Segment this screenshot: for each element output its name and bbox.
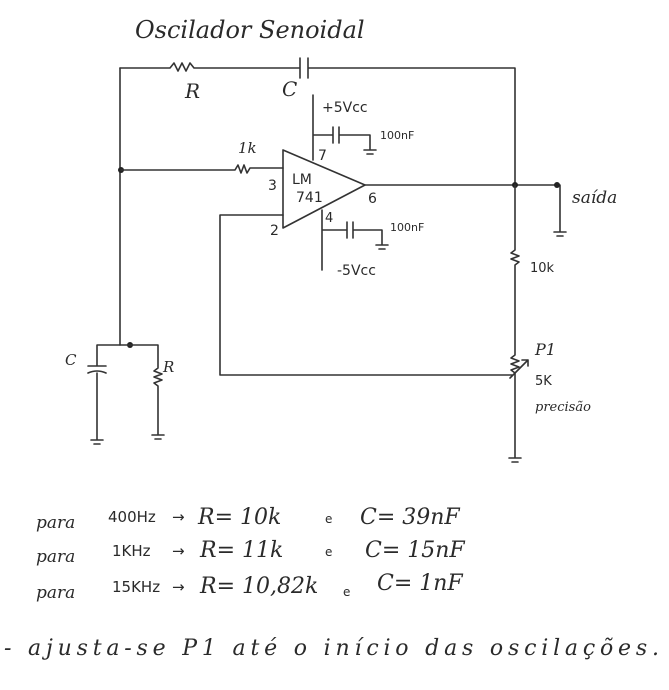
pin-7: 7 <box>318 148 327 164</box>
shunt-rc-network <box>87 344 165 445</box>
label-vcc-pos: +5Vcc <box>322 100 368 116</box>
note-frequency: 15KHz <box>112 578 160 596</box>
label-cap-neg: 100nF <box>390 221 424 234</box>
label-1k: 1k <box>238 139 257 157</box>
label-vcc-neg: -5Vcc <box>337 263 376 279</box>
note-prefix: para <box>36 513 75 533</box>
note-frequency: 400Hz <box>108 508 156 526</box>
label-5k: 5K <box>535 374 552 389</box>
pin-6: 6 <box>368 191 377 207</box>
label-r-left: R <box>162 358 174 376</box>
feedback-wire <box>219 214 513 376</box>
opamp-model: 741 <box>296 190 323 206</box>
pin-4: 4 <box>325 211 333 226</box>
component-table: para 400Hz → R= 10k e C= 39nF para 1KHz … <box>36 505 465 603</box>
note-resistance: R= 10k <box>197 505 281 530</box>
diagram-title: Oscilador Senoidal <box>135 16 365 44</box>
label-output: saída <box>572 188 617 208</box>
output-terminal <box>554 182 560 188</box>
positive-supply-decoupling <box>312 94 377 161</box>
output-divider <box>508 184 522 463</box>
note-row: para 1KHz → R= 11k e C= 15nF <box>36 538 465 567</box>
note-prefix: para <box>36 583 75 603</box>
note-and: e <box>325 545 332 559</box>
label-10k: 10k <box>530 261 555 276</box>
negative-supply-decoupling <box>321 209 389 271</box>
label-c-top: C <box>282 77 297 101</box>
label-r-top: R <box>184 79 200 103</box>
note-and: e <box>343 585 350 599</box>
arrow-icon: → <box>172 542 185 560</box>
label-p1: P1 <box>534 340 556 359</box>
output-wire <box>364 184 567 237</box>
top-wire <box>119 57 516 186</box>
note-resistance: R= 10,82k <box>199 574 318 599</box>
input-resistor-1k <box>120 164 284 174</box>
opamp-lm741 <box>282 149 366 229</box>
potentiometer-arrow <box>509 359 529 379</box>
arrow-icon: → <box>172 508 185 526</box>
note-capacitance: C= 1nF <box>377 571 463 596</box>
pin-3: 3 <box>268 178 277 194</box>
note-row: para 400Hz → R= 10k e C= 39nF <box>36 505 460 533</box>
note-and: e <box>325 512 332 526</box>
label-cap-pos: 100nF <box>380 129 414 142</box>
pin-2: 2 <box>270 223 279 239</box>
note-row: para 15KHz → R= 10,82k e C= 1nF <box>36 571 463 603</box>
opamp-label: LM <box>292 172 312 188</box>
arrow-icon: → <box>172 578 185 596</box>
note-prefix: para <box>36 547 75 567</box>
note-capacitance: C= 15nF <box>365 538 465 563</box>
note-resistance: R= 11k <box>199 538 283 563</box>
note-frequency: 1KHz <box>112 542 151 560</box>
adjustment-note: - ajusta-se P1 até o início das oscilaçõ… <box>4 636 659 661</box>
label-c-left: C <box>65 351 77 369</box>
note-capacitance: C= 39nF <box>360 505 460 530</box>
label-precisao: precisão <box>535 400 591 415</box>
